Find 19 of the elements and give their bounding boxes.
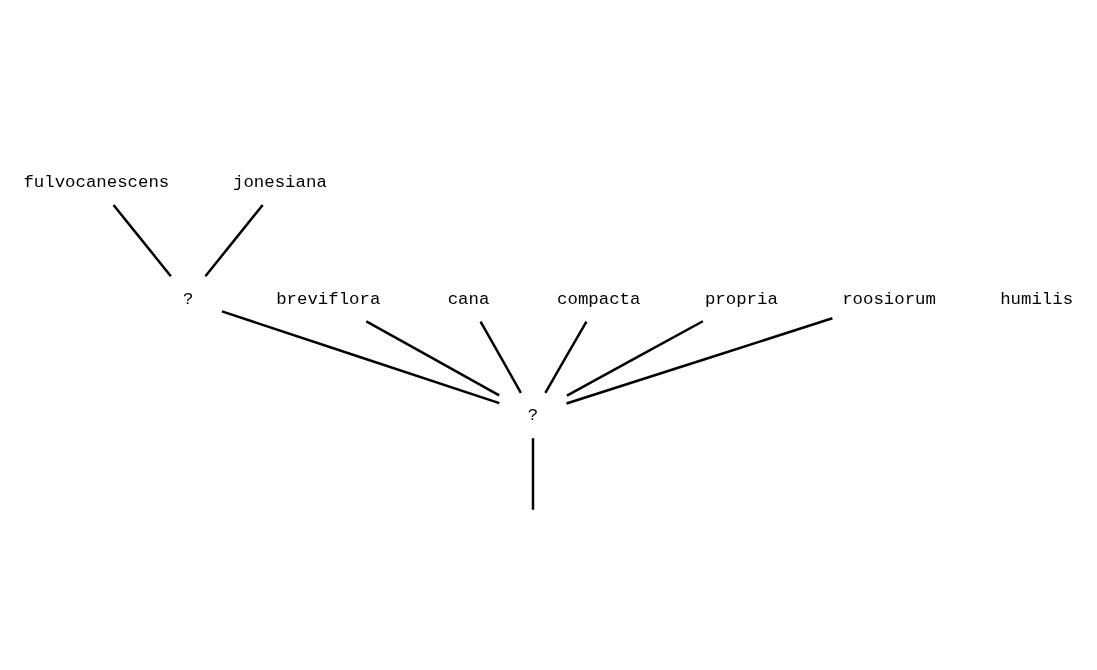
node-text: jonesiana [233, 172, 327, 192]
node-text: cana [447, 288, 490, 308]
connector [204, 203, 264, 277]
connector [531, 437, 535, 510]
label: humilis [1000, 288, 1074, 308]
node-text: ? [527, 405, 539, 425]
connector [566, 319, 704, 397]
connector [221, 309, 500, 404]
node-text: breviflora [276, 288, 381, 308]
connector [566, 316, 833, 405]
node-text: roosiorum [842, 288, 936, 308]
connector [365, 319, 500, 396]
node-text: ? [182, 288, 194, 308]
node-text: fulvocanescens [23, 172, 170, 192]
node-text: compacta [557, 288, 641, 308]
connector [544, 320, 588, 393]
connector [112, 203, 172, 277]
connector [479, 320, 522, 393]
node-text: propria [704, 288, 778, 308]
